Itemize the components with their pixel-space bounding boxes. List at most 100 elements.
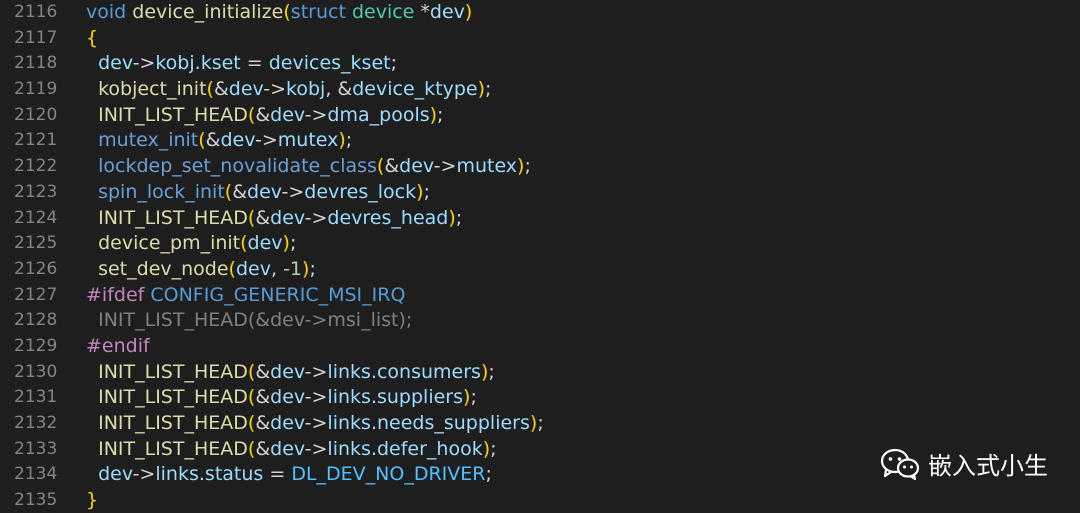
code-token: ; xyxy=(289,232,297,255)
code-token: & xyxy=(205,129,221,152)
line-number: 2132 xyxy=(14,413,58,433)
code-line[interactable]: 2125 device_pm_init(dev); xyxy=(0,231,1080,257)
code-token: -> xyxy=(304,206,328,229)
code-line[interactable]: 2117{ xyxy=(0,26,1080,52)
code-token: links xyxy=(155,463,199,486)
code-line[interactable]: 2131 INIT_LIST_HEAD(&dev->links.supplier… xyxy=(0,385,1080,411)
watermark-text: 嵌入式小生 xyxy=(928,452,1048,480)
code-token: kobj xyxy=(155,52,195,75)
code-token: #endif xyxy=(86,334,150,357)
line-code: #endif xyxy=(86,334,150,360)
code-token: & xyxy=(213,78,229,101)
line-code: dev->kobj.kset = devices_kset; xyxy=(86,51,397,77)
code-token: { xyxy=(86,26,99,49)
code-token: & xyxy=(255,360,271,383)
code-line[interactable]: 2118 dev->kobj.kset = devices_kset; xyxy=(0,51,1080,77)
line-code: INIT_LIST_HEAD(&dev->links.needs_supplie… xyxy=(86,411,544,437)
code-token: links xyxy=(327,412,371,434)
code-line[interactable]: 2123 spin_lock_init(&dev->devres_lock); xyxy=(0,180,1080,206)
line-number: 2123 xyxy=(14,181,58,202)
line-number: 2119 xyxy=(14,79,58,100)
code-line[interactable]: 2119 kobject_init(&dev->kobj, &device_kt… xyxy=(0,77,1080,103)
code-token: & xyxy=(255,386,271,409)
code-token: . xyxy=(194,52,201,75)
code-token: dev xyxy=(247,180,282,203)
code-token: dev xyxy=(98,52,133,75)
line-code: lockdep_set_novalidate_class(&dev->mutex… xyxy=(86,154,531,180)
code-token: -1 xyxy=(283,257,303,280)
code-token: device_pm_init xyxy=(98,232,241,255)
code-token: , xyxy=(270,257,284,280)
code-token: ; xyxy=(455,206,463,229)
code-line[interactable]: 2133 INIT_LIST_HEAD(&dev->links.defer_ho… xyxy=(0,437,1080,463)
code-token: ; xyxy=(309,257,316,280)
code-line[interactable]: 2121 mutex_init(&dev->mutex); xyxy=(0,128,1080,154)
code-line[interactable]: 2124 INIT_LIST_HEAD(&dev->devres_head); xyxy=(0,206,1080,232)
code-line[interactable]: 2126 set_dev_node(dev, -1); xyxy=(0,257,1080,283)
line-code: INIT_LIST_HEAD(&dev->devres_head); xyxy=(86,206,462,232)
line-code: INIT_LIST_HEAD(&dev->dma_pools); xyxy=(86,103,443,129)
line-code: #ifdef CONFIG_GENERIC_MSI_IRQ xyxy=(86,283,405,309)
code-token: -> xyxy=(304,103,328,126)
line-number: 2126 xyxy=(14,258,58,279)
code-token xyxy=(86,361,98,383)
line-number: 2130 xyxy=(14,361,58,382)
line-number: 2118 xyxy=(14,53,58,74)
code-token: device_initialize xyxy=(132,1,284,23)
code-token: set_dev_node xyxy=(98,257,229,280)
code-token xyxy=(86,232,98,254)
code-token: dev xyxy=(270,360,305,383)
code-token: ; xyxy=(485,463,492,486)
code-token: ( xyxy=(247,206,256,229)
code-token: struct xyxy=(290,1,346,23)
code-token: ) xyxy=(482,437,491,460)
code-line[interactable]: 2120 INIT_LIST_HEAD(&dev->dma_pools); xyxy=(0,103,1080,129)
code-token: mutex_init xyxy=(98,129,199,152)
code-line[interactable]: 2135} xyxy=(0,488,1080,513)
code-token: & xyxy=(255,412,271,434)
code-token xyxy=(86,129,98,151)
code-line[interactable]: 2129#endif xyxy=(0,334,1080,360)
wechat-icon xyxy=(880,448,920,480)
code-token: dev xyxy=(270,412,305,434)
code-token: -> xyxy=(132,52,156,75)
code-token: ; xyxy=(485,78,492,101)
code-token: void xyxy=(86,1,127,23)
line-number: 2121 xyxy=(14,130,58,151)
line-code: INIT_LIST_HEAD(&dev->links.suppliers); xyxy=(86,385,477,411)
code-token: -> xyxy=(433,155,457,178)
code-token: kobj xyxy=(286,78,326,101)
code-token: ; xyxy=(537,412,544,434)
code-token: -> xyxy=(132,463,156,486)
code-token: status xyxy=(204,463,264,486)
code-line[interactable]: 2132 INIT_LIST_HEAD(&dev->links.needs_su… xyxy=(0,411,1080,437)
code-token xyxy=(86,104,98,126)
line-number: 2116 xyxy=(14,2,58,22)
code-line[interactable]: 2130 INIT_LIST_HEAD(&dev->links.consumer… xyxy=(0,360,1080,386)
code-token xyxy=(86,78,98,100)
line-code: dev->links.status = DL_DEV_NO_DRIVER; xyxy=(86,462,492,488)
code-token xyxy=(86,52,98,74)
code-token: INIT_LIST_HEAD xyxy=(98,437,248,460)
code-token: & xyxy=(255,437,271,460)
line-code: kobject_init(&dev->kobj, &device_ktype); xyxy=(86,77,491,103)
code-token: INIT_LIST_HEAD xyxy=(98,386,248,409)
code-token: spin_lock_init xyxy=(98,180,225,203)
code-token: kset xyxy=(200,52,241,75)
line-number: 2128 xyxy=(14,310,58,331)
code-line[interactable]: 2134 dev->links.status = DL_DEV_NO_DRIVE… xyxy=(0,462,1080,488)
code-line[interactable]: 2128 INIT_LIST_HEAD(&dev->msi_list); xyxy=(0,308,1080,334)
code-token xyxy=(86,181,98,203)
code-token: dev xyxy=(399,155,434,178)
code-line[interactable]: 2127 #ifdef CONFIG_GENERIC_MSI_IRQ xyxy=(0,283,1080,309)
line-number: 2127 xyxy=(14,284,58,305)
line-code: set_dev_node(dev, -1); xyxy=(86,257,316,283)
line-number: 2122 xyxy=(14,156,58,177)
code-line[interactable]: 2122 lockdep_set_novalidate_class(&dev->… xyxy=(0,154,1080,180)
code-token: ; xyxy=(488,360,495,383)
code-token: links xyxy=(327,360,371,383)
code-token: INIT_LIST_HEAD xyxy=(98,103,248,126)
code-token: } xyxy=(86,489,99,512)
